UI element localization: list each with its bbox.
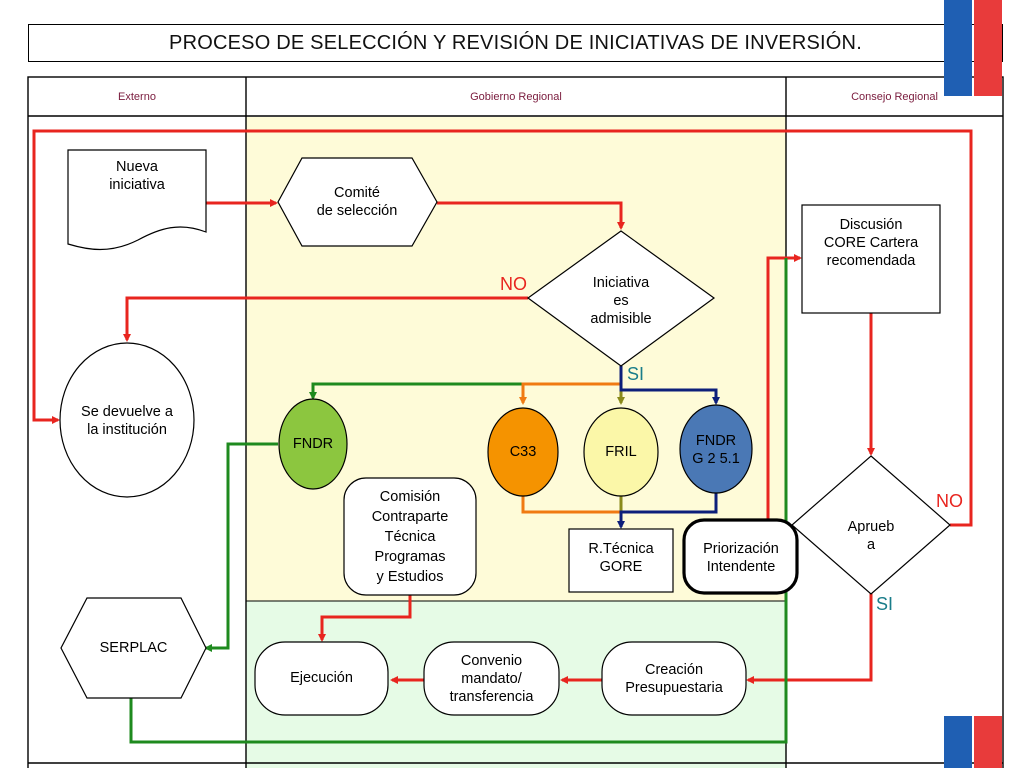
fndr-shape — [278, 398, 348, 490]
node-fndr-g: FNDR G 2 5.1 — [680, 432, 752, 468]
nueva-line-2: iniciativa — [109, 177, 165, 193]
comite-line-2: de selección — [316, 203, 398, 219]
aprueba-line-1: Aprueb — [847, 519, 895, 535]
discusion-line-1: Discusión — [839, 217, 903, 233]
convenio-line-2: mandato/ — [461, 671, 522, 687]
devuelve-line-2: la institución — [87, 422, 167, 438]
convenio-line-3: transferencia — [449, 689, 534, 705]
admisible-line-3: admisible — [590, 311, 652, 327]
flow-comite-admisible — [437, 201, 625, 230]
ejecucion-shape — [254, 641, 389, 716]
serplac-shape — [60, 597, 207, 699]
flow-aprueba-creacion — [746, 592, 873, 684]
convenio-line-1: Convenio — [460, 653, 523, 669]
ellipse-shape — [59, 342, 195, 498]
flow-fndr-serplac — [204, 442, 278, 652]
node-c33: C33 — [509, 444, 537, 460]
priorizacion-line-1: Priorización — [703, 541, 779, 557]
node-fril: FRIL — [605, 444, 637, 460]
comision-line-1: Comisión — [379, 489, 441, 505]
label-si-admisible: SI — [627, 364, 645, 384]
node-discusion: Discusión CORE Cartera recomendada — [802, 213, 940, 273]
node-comite: Comité de selección — [290, 180, 424, 224]
flow-comision-ejecucion — [318, 595, 412, 642]
c33-shape — [487, 407, 559, 497]
admisible-line-1: Iniciativa — [592, 275, 650, 291]
flow-priorizacion-discusion — [766, 254, 802, 520]
rtecnica-line-2: GORE — [599, 559, 643, 575]
label-si-aprueba: SI — [876, 594, 894, 614]
comision-shape — [343, 477, 477, 596]
flow-aprueba-no-loop — [32, 129, 973, 527]
node-admisible: Iniciativa es admisible — [566, 270, 676, 332]
brand-bar-red-bottom — [974, 716, 1002, 768]
aprueba-line-2: a — [866, 537, 876, 553]
brand-bar-blue-bottom — [944, 716, 972, 768]
creacion-line-1: Creación — [644, 662, 704, 678]
creacion-line-2: Presupuestaria — [625, 680, 723, 696]
devuelve-line-1: Se devuelve a — [81, 404, 173, 420]
flow-admisible-no — [123, 296, 528, 342]
label-no-admisible: NO — [500, 274, 527, 294]
label-no-aprueba: NO — [936, 491, 963, 511]
comision-line-4: Programas — [374, 549, 446, 565]
node-convenio: Convenio mandato/ transferencia — [424, 650, 559, 708]
admisible-line-2: es — [613, 293, 629, 309]
aprueba-shape — [791, 455, 951, 595]
node-serplac: SERPLAC — [99, 640, 168, 656]
flow-si-c33 — [519, 382, 621, 405]
comision-line-3: Técnica — [384, 529, 436, 545]
priorizacion-shape — [682, 518, 799, 595]
node-comision: Comisión Contraparte Técnica Programas y… — [344, 485, 476, 589]
convenio-shape — [423, 641, 560, 716]
hexagon-shape — [277, 157, 438, 247]
lane-header-externo: Externo — [118, 90, 156, 103]
discusion-shape — [801, 204, 941, 314]
flow-serplac-return — [129, 258, 788, 744]
lane-header-gobierno: Gobierno Regional — [470, 90, 562, 103]
flow-c33-rtecnica — [521, 495, 621, 514]
fndr-g-line-2: G 2 5.1 — [692, 451, 740, 467]
node-nueva-iniciativa: Nueva iniciativa — [68, 156, 206, 196]
flow-si-fndr-g — [619, 366, 720, 405]
node-ejecucion: Ejecución — [290, 670, 353, 686]
fndr-g-shape — [679, 404, 753, 494]
brand-bar-blue-top — [944, 0, 972, 96]
comision-line-2: Contraparte — [371, 509, 449, 525]
node-fndr: FNDR — [292, 436, 334, 452]
fril-shape — [583, 407, 659, 497]
brand-bar-red-top — [974, 0, 1002, 96]
comision-line-5: y Estudios — [376, 569, 444, 585]
node-priorizacion: Priorización Intendente — [686, 538, 796, 578]
priorizacion-line-2: Intendente — [706, 559, 776, 575]
creacion-shape — [601, 641, 747, 716]
document-shape — [67, 149, 207, 251]
rtecnica-line-1: R.Técnica — [588, 541, 654, 557]
lane-header-consejo: Consejo Regional — [851, 90, 938, 103]
node-aprueba: Aprueb a — [822, 516, 920, 556]
node-rtecnica: R.Técnica GORE — [569, 538, 673, 578]
fndr-g-line-1: FNDR — [695, 433, 737, 449]
page-title: PROCESO DE SELECCIÓN Y REVISIÓN DE INICI… — [28, 24, 1003, 62]
nueva-line-1: Nueva — [116, 159, 158, 175]
flow-fndrg-rtecnica — [617, 490, 718, 529]
discusion-line-2: CORE Cartera — [823, 235, 919, 251]
node-se-devuelve: Se devuelve a la institución — [62, 400, 192, 442]
rtecnica-shape — [568, 528, 674, 593]
node-creacion: Creación Presupuestaria — [602, 659, 746, 699]
discusion-line-3: recomendada — [826, 253, 916, 269]
comite-line-1: Comité — [334, 185, 380, 201]
diamond-shape — [526, 230, 716, 367]
